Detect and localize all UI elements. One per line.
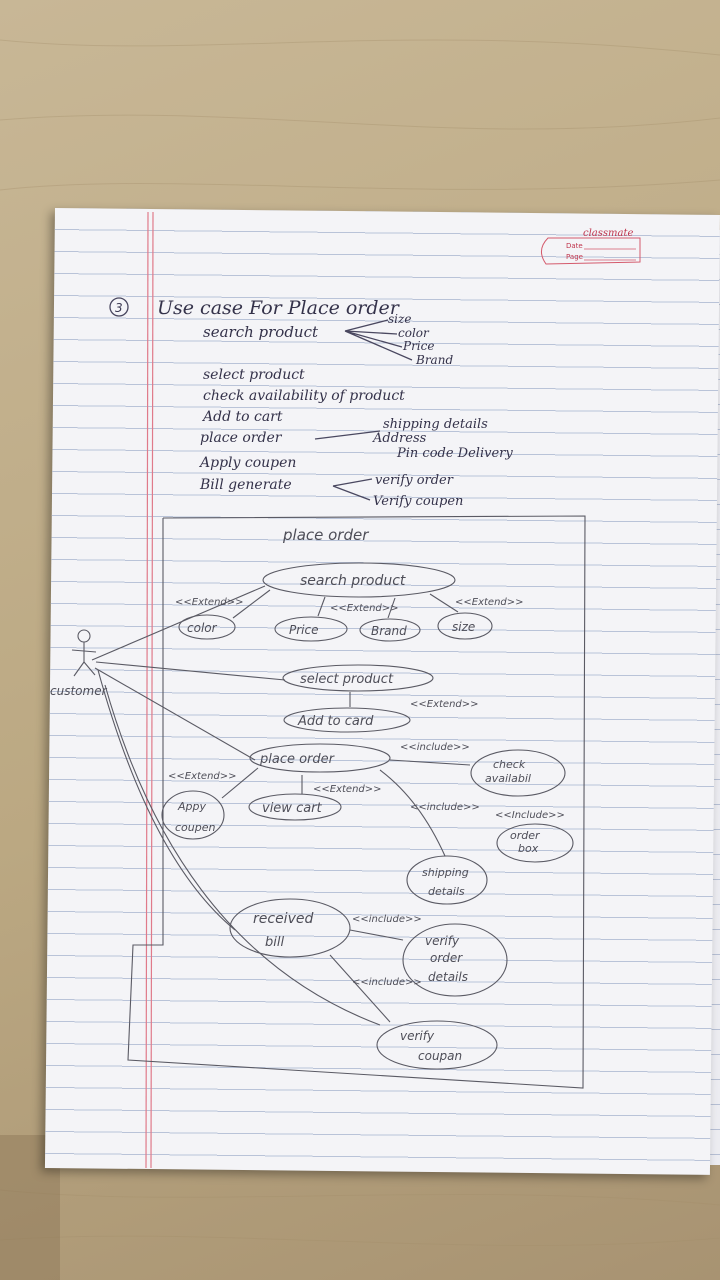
brand-logo: classmate — [583, 228, 633, 239]
usecase-order-box — [496, 823, 574, 863]
usecase-size-label: size — [452, 620, 475, 634]
extend-label-add-to-card: <<Extend>> — [410, 699, 479, 710]
usecase-check-availability — [470, 749, 566, 797]
usecase-shipping-label: shipping — [422, 866, 469, 879]
usecase-add-to-card — [283, 707, 411, 733]
notes-section: 3 Use case For Place order search produc… — [109, 297, 513, 509]
include-label-verify-coupon: <<include>> — [352, 977, 422, 988]
note-select-product: select product — [203, 367, 305, 383]
usecase-brand — [359, 618, 421, 642]
usecase-verify-order-order: order — [430, 951, 463, 965]
usecase-details-label: details — [428, 885, 465, 898]
usecase-brand-label: Brand — [371, 624, 407, 638]
system-name: place order — [282, 526, 369, 544]
question-number-circle — [109, 297, 129, 317]
usecase-coupon-label: coupen — [175, 821, 215, 834]
date-label: Date — [566, 242, 583, 250]
use-case-diagram: place order customer search product colo… — [50, 515, 586, 1089]
note-option-size: size — [388, 312, 411, 326]
usecase-received-bill — [229, 898, 351, 958]
usecase-price — [274, 616, 348, 642]
notes-title: Use case For Place order — [157, 297, 401, 319]
note-verify-coupon: Verify coupen — [373, 494, 463, 509]
usecase-view-cart-label: view cart — [262, 801, 323, 816]
usecase-apply-coupon — [161, 790, 225, 840]
include-label-shipping: <<include>> — [410, 802, 480, 813]
usecase-color-label: color — [187, 621, 218, 635]
question-number: 3 — [115, 301, 123, 315]
usecase-verify-coupon-verify: verify — [400, 1029, 435, 1043]
usecase-bill-label: bill — [265, 935, 284, 950]
usecase-order-label: order — [510, 829, 541, 842]
note-bill-generate: Bill generate — [199, 477, 292, 493]
extend-label-size: <<Extend>> — [455, 597, 524, 608]
usecase-verify-order-verify: verify — [425, 934, 460, 948]
include-label-order-box: <<Include>> — [495, 810, 565, 821]
note-option-brand: Brand — [415, 353, 453, 367]
usecase-verify-order-details: details — [428, 970, 468, 984]
usecase-search-product-label: search product — [300, 573, 406, 589]
usecase-shipping-details — [406, 855, 488, 905]
system-boundary — [127, 515, 586, 1089]
usecase-place-order-label: place order — [259, 752, 336, 767]
margin-line — [145, 211, 149, 1169]
extend-label-view-cart: <<Extend>> — [313, 784, 382, 795]
usecase-place-order — [249, 743, 391, 773]
usecase-availability-label: availabil — [485, 772, 531, 785]
note-verify-order: verify order — [375, 473, 454, 488]
usecase-verify-coupon-coupan: coupan — [418, 1049, 462, 1063]
note-option-color: color — [398, 326, 430, 340]
extend-label-color: <<Extend>> — [175, 597, 244, 608]
note-option-price: Price — [402, 339, 434, 353]
usecase-received-label: received — [253, 911, 313, 927]
usecase-box-label: box — [518, 842, 539, 855]
usecase-add-to-card-label: Add to card — [297, 714, 374, 729]
actor-label: customer — [50, 684, 108, 698]
usecase-verify-order-details — [402, 923, 508, 997]
note-shipping-details: shipping details — [383, 417, 488, 432]
note-add-to-cart: Add to cart — [201, 409, 283, 425]
margin-line — [150, 211, 154, 1169]
note-search-product: search product — [203, 323, 319, 341]
usecase-size — [437, 612, 493, 640]
usecase-color — [178, 614, 236, 640]
page-label: Page — [566, 253, 583, 261]
usecase-view-cart — [248, 793, 342, 821]
note-apply-coupon: Apply coupen — [198, 455, 296, 471]
extend-label-price: <<Extend>> — [330, 603, 399, 614]
usecase-select-product — [282, 664, 434, 692]
include-label-check: <<include>> — [400, 742, 470, 753]
usecase-select-product-label: select product — [300, 672, 394, 687]
note-pin-code-delivery: Pin code Delivery — [396, 446, 513, 461]
note-check-availability: check availability of product — [203, 388, 405, 404]
usecase-apply-label: Appy — [177, 800, 206, 813]
usecase-check-label: check — [493, 758, 526, 771]
extend-label-apply-coupon: <<Extend>> — [168, 771, 237, 782]
note-place-order: place order — [200, 430, 283, 446]
page-header-stamp: classmate Date Page — [541, 228, 641, 265]
usecase-search-product — [262, 562, 456, 598]
usecase-verify-coupon — [376, 1020, 498, 1070]
usecase-price-label: Price — [289, 623, 318, 637]
note-address: Address — [372, 431, 427, 446]
include-label-verify-order: <<include>> — [352, 914, 422, 925]
customer-actor-icon — [71, 629, 97, 677]
